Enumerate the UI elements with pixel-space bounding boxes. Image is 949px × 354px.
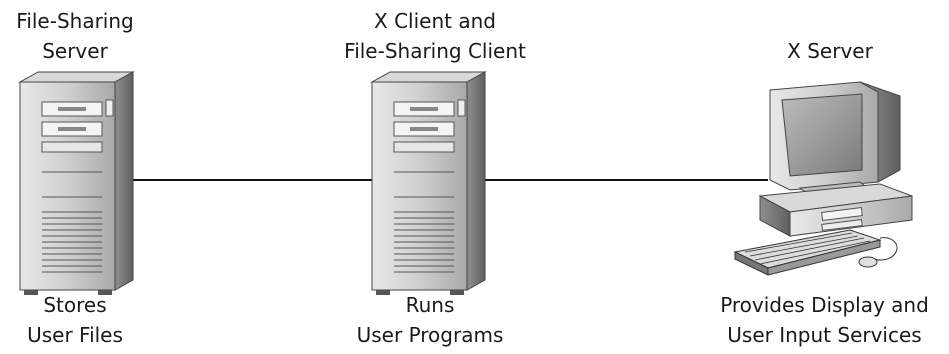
title-line: File-Sharing Client — [344, 39, 526, 63]
x-server-title: X Server — [770, 36, 890, 66]
description-line: User Files — [27, 323, 123, 347]
description-line: Provides Display and — [720, 293, 929, 317]
x-client-tower-icon — [370, 71, 487, 295]
file-sharing-server-tower-icon — [18, 71, 135, 295]
description-line: User Programs — [356, 323, 504, 347]
file-sharing-server-title: File-Sharing Server — [0, 6, 150, 66]
x-server-desktop-icon — [733, 81, 913, 276]
title-line: X Client and — [374, 9, 496, 33]
description-line: User Input Services — [727, 323, 922, 347]
x-client-title: X Client and File-Sharing Client — [300, 6, 570, 66]
description-line: Stores — [43, 293, 107, 317]
title-line: Server — [42, 39, 108, 63]
title-line: X Server — [787, 39, 873, 63]
title-line: File-Sharing — [16, 9, 134, 33]
x-server-description: Provides Display and User Input Services — [700, 290, 949, 350]
description-line: Runs — [405, 293, 455, 317]
x-client-description: Runs User Programs — [330, 290, 530, 350]
file-sharing-server-description: Stores User Files — [0, 290, 150, 350]
